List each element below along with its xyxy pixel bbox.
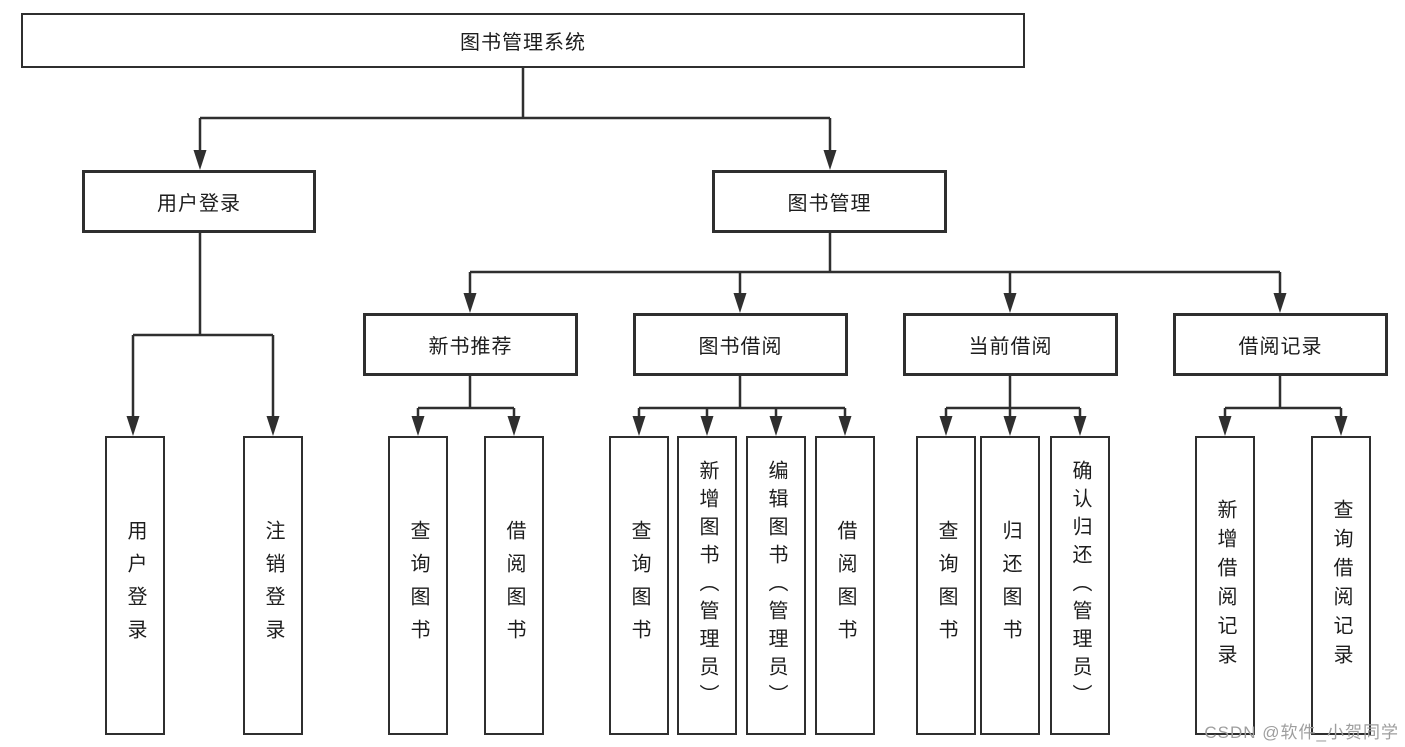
leaf-label: 确认归还（管理员） xyxy=(1069,459,1091,712)
leaf-borrow-books-2: 借阅图书 xyxy=(815,436,875,735)
leaf-query-books: 查询图书 xyxy=(388,436,448,735)
leaf-add-books-admin: 新增图书（管理员） xyxy=(677,436,737,735)
node-label: 图书管理系统 xyxy=(460,32,586,54)
leaf-return-books: 归还图书 xyxy=(980,436,1040,735)
leaf-label: 借阅图书 xyxy=(834,519,856,652)
leaf-label: 借阅图书 xyxy=(503,519,525,652)
leaf-query-borrow-record: 查询借阅记录 xyxy=(1311,436,1371,735)
node-borrow-records: 借阅记录 xyxy=(1173,313,1388,376)
leaf-label: 新增图书（管理员） xyxy=(696,459,718,712)
node-label: 图书借阅 xyxy=(698,336,783,358)
node-label: 当前借阅 xyxy=(968,336,1053,358)
node-user-login: 用户登录 xyxy=(82,170,316,233)
leaf-add-borrow-record: 新增借阅记录 xyxy=(1195,436,1255,735)
node-label: 借阅记录 xyxy=(1238,336,1323,358)
leaf-confirm-return-admin: 确认归还（管理员） xyxy=(1050,436,1110,735)
leaf-label: 新增借阅记录 xyxy=(1214,498,1236,673)
leaf-label: 用户登录 xyxy=(124,519,146,652)
node-book-borrow: 图书借阅 xyxy=(633,313,848,376)
node-label: 图书管理 xyxy=(787,193,872,215)
node-system-root: 图书管理系统 xyxy=(21,13,1025,68)
leaf-query-books-current: 查询图书 xyxy=(916,436,976,735)
leaf-label: 编辑图书（管理员） xyxy=(765,459,787,712)
leaf-logout: 注销登录 xyxy=(243,436,303,735)
leaf-label: 归还图书 xyxy=(999,519,1021,652)
leaf-borrow-books: 借阅图书 xyxy=(484,436,544,735)
node-book-management: 图书管理 xyxy=(712,170,947,233)
leaf-edit-books-admin: 编辑图书（管理员） xyxy=(746,436,806,735)
node-current-borrow: 当前借阅 xyxy=(903,313,1118,376)
leaf-query-books-borrow: 查询图书 xyxy=(609,436,669,735)
leaf-label: 查询借阅记录 xyxy=(1330,498,1352,673)
leaf-label: 查询图书 xyxy=(935,519,957,652)
csdn-watermark: CSDN @软件_小贺同学 xyxy=(1204,723,1399,742)
leaf-user-login: 用户登录 xyxy=(105,436,165,735)
leaf-label: 注销登录 xyxy=(262,519,284,652)
node-new-book-recommend: 新书推荐 xyxy=(363,313,578,376)
node-label: 用户登录 xyxy=(157,193,241,215)
node-label: 新书推荐 xyxy=(428,336,513,358)
leaf-label: 查询图书 xyxy=(407,519,429,652)
leaf-label: 查询图书 xyxy=(628,519,650,652)
